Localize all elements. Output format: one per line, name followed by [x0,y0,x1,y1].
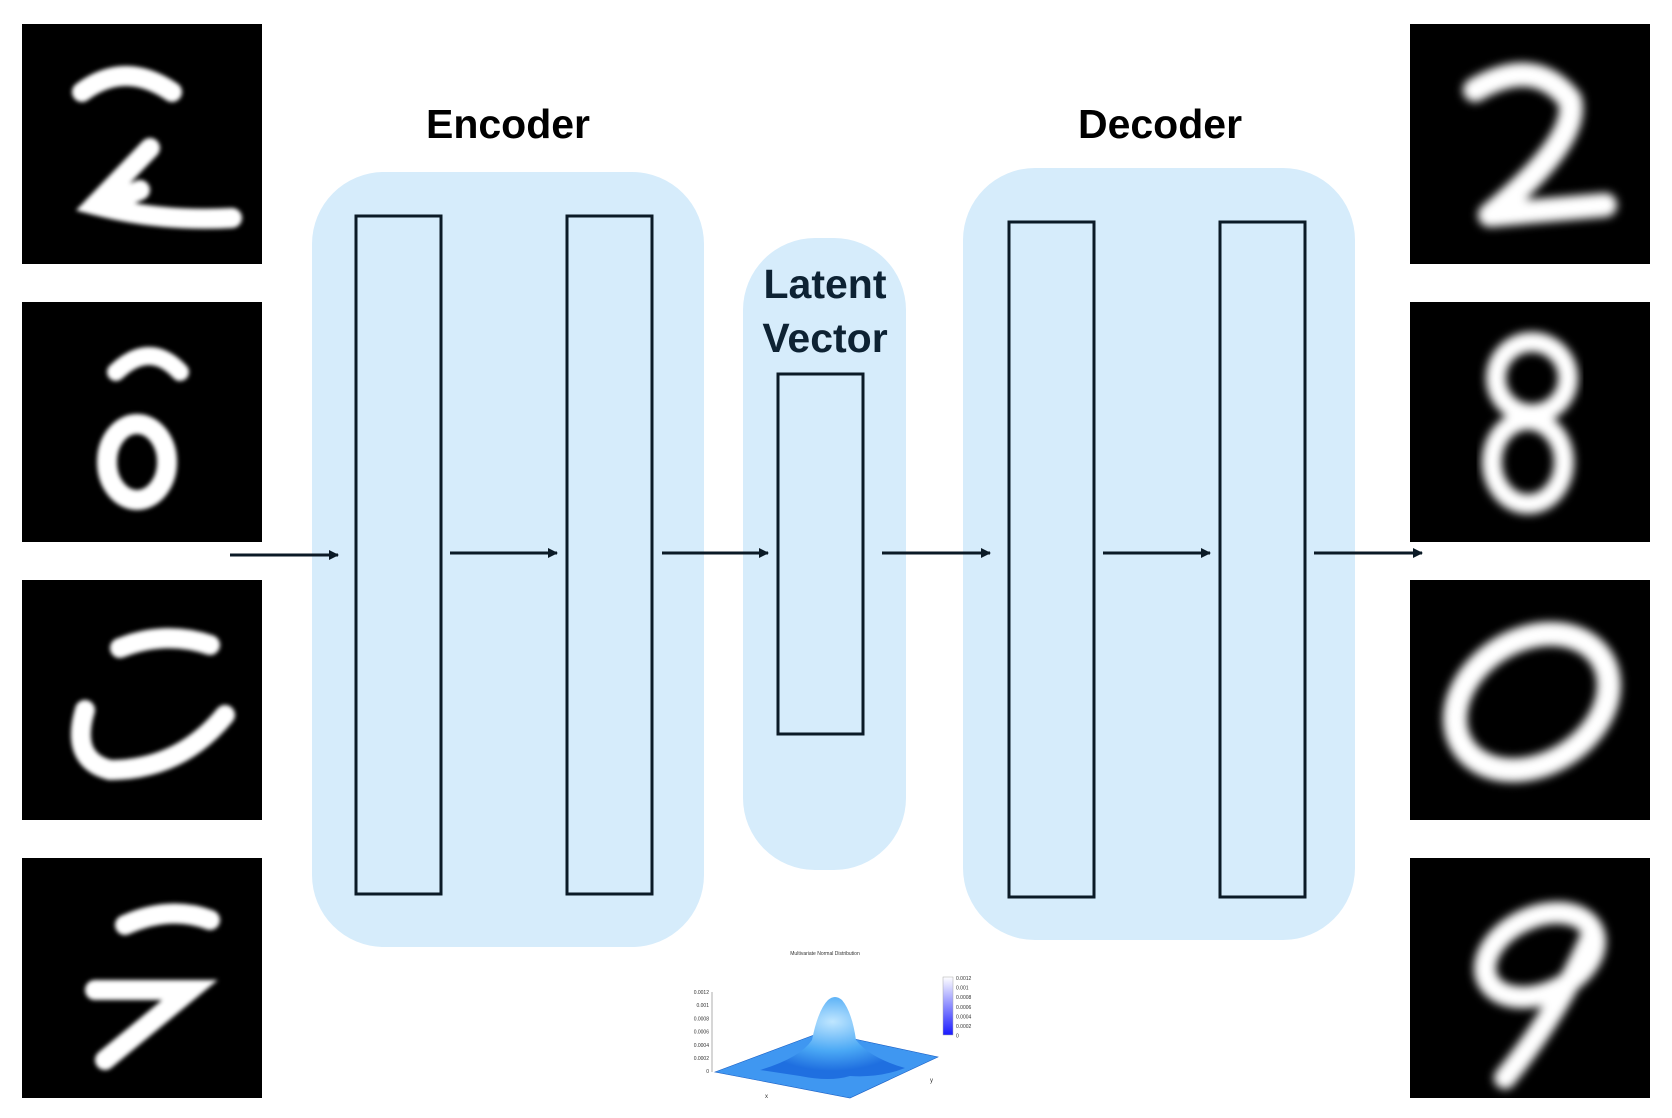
output-digits [1410,24,1650,1098]
distribution-z-tick: 0.0002 [694,1056,710,1062]
latent-label-line2: Vector [762,315,887,361]
distribution-x-label: x [765,1094,768,1100]
distribution-colorbar-tick: 0.0006 [956,1005,972,1011]
decoder-label: Decoder [1078,101,1242,147]
flow-arrows [230,548,1423,560]
input-digits [22,24,262,1098]
distribution-z-tick: 0.0004 [694,1043,710,1049]
latent-vector-layer [776,372,865,736]
distribution-z-tick: 0.001 [696,1003,709,1009]
encoder-label: Encoder [426,101,590,147]
output-digit-8-tile [1410,302,1650,542]
decoder-layer-1 [1007,220,1096,899]
latent-label-line1: Latent [764,261,887,307]
input-digit-2-tile [22,24,262,264]
distribution-colorbar-tick: 0.0012 [956,976,972,982]
decoder-layer-2 [1218,220,1307,899]
distribution-colorbar-tick: 0.001 [956,986,969,992]
distribution-colorbar-tick: 0.0002 [956,1024,972,1030]
distribution-z-tick: 0.0012 [694,990,710,996]
distribution-colorbar [942,976,954,1036]
distribution-plot: Multivariate Normal Distribution 0.0012 0… [694,951,972,1100]
latent-block [743,238,906,870]
distribution-z-tick: 0 [706,1069,709,1075]
input-digit-7-tile [22,858,262,1098]
distribution-peak-surface [760,997,905,1079]
distribution-z-tick: 0.0006 [694,1030,710,1036]
distribution-plot-title: Multivariate Normal Distribution [790,951,860,957]
distribution-y-label: y [930,1078,933,1084]
distribution-z-tick: 0.0008 [694,1016,710,1022]
distribution-colorbar-tick: 0 [956,1034,959,1040]
output-digit-9-tile [1410,858,1650,1098]
encoder-layer-1 [354,214,443,896]
distribution-colorbar-tick: 0.0008 [956,995,972,1001]
encoder-layer-2 [565,214,654,896]
output-digit-2-tile [1410,24,1650,264]
input-digit-0-tile [22,302,262,542]
distribution-colorbar-tick: 0.0004 [956,1014,972,1020]
encoder-block [312,172,704,947]
output-digit-0-tile [1410,580,1650,820]
input-digit-5-tile [22,580,262,820]
